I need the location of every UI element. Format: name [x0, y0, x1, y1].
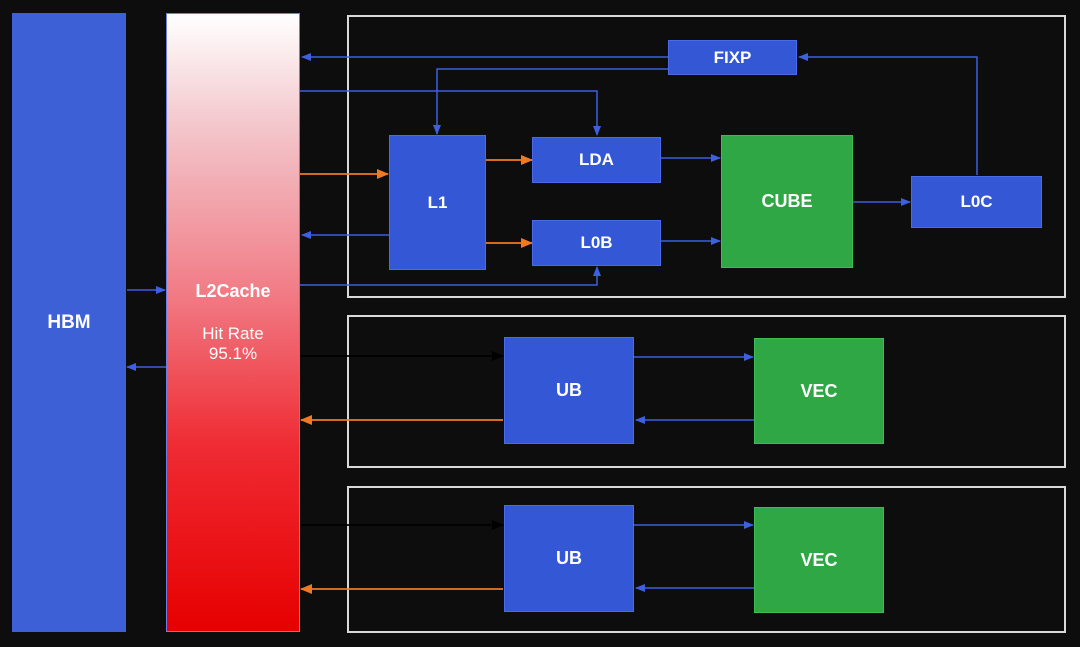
l2cache-block: L2Cache Hit Rate 95.1% — [166, 13, 300, 632]
ub-block-1: UB — [504, 337, 634, 444]
vec-block-1: VEC — [754, 338, 884, 444]
loc-label: L0C — [960, 192, 993, 211]
wire-loc-to-fixp — [798, 53, 978, 175]
l1-block: L1 — [389, 135, 486, 270]
wire-l2-to-lda — [300, 90, 601, 136]
ub-label-1: UB — [556, 380, 582, 400]
fixp-block: FIXP — [668, 40, 797, 75]
l2cache-label: L2Cache — [195, 281, 271, 301]
lda-label: LDA — [579, 150, 614, 169]
hbm-block: HBM — [12, 13, 126, 632]
lob-block: L0B — [532, 220, 661, 266]
vector-group-frame-1 — [347, 315, 1066, 468]
loc-block: L0C — [911, 176, 1042, 228]
wire-l2-to-lob — [300, 266, 601, 286]
hbm-label: HBM — [47, 311, 91, 333]
fixp-label: FIXP — [713, 47, 752, 67]
cube-label: CUBE — [761, 191, 813, 211]
ub-block-2: UB — [504, 505, 634, 612]
hit-rate-label: Hit Rate — [202, 324, 264, 343]
lob-label: L0B — [580, 233, 613, 252]
cube-block: CUBE — [721, 135, 853, 268]
vec-label-1: VEC — [800, 380, 838, 401]
vec-block-2: VEC — [754, 507, 884, 613]
hit-rate-value: 95.1% — [208, 344, 258, 363]
ub-label-2: UB — [556, 548, 582, 568]
vec-label-2: VEC — [800, 549, 838, 570]
wire-fixp-to-l1 — [433, 68, 668, 135]
lda-block: LDA — [532, 137, 661, 183]
vector-group-frame-2 — [347, 486, 1066, 633]
cube-group-frame — [347, 15, 1066, 298]
l1-label: L1 — [427, 192, 448, 212]
